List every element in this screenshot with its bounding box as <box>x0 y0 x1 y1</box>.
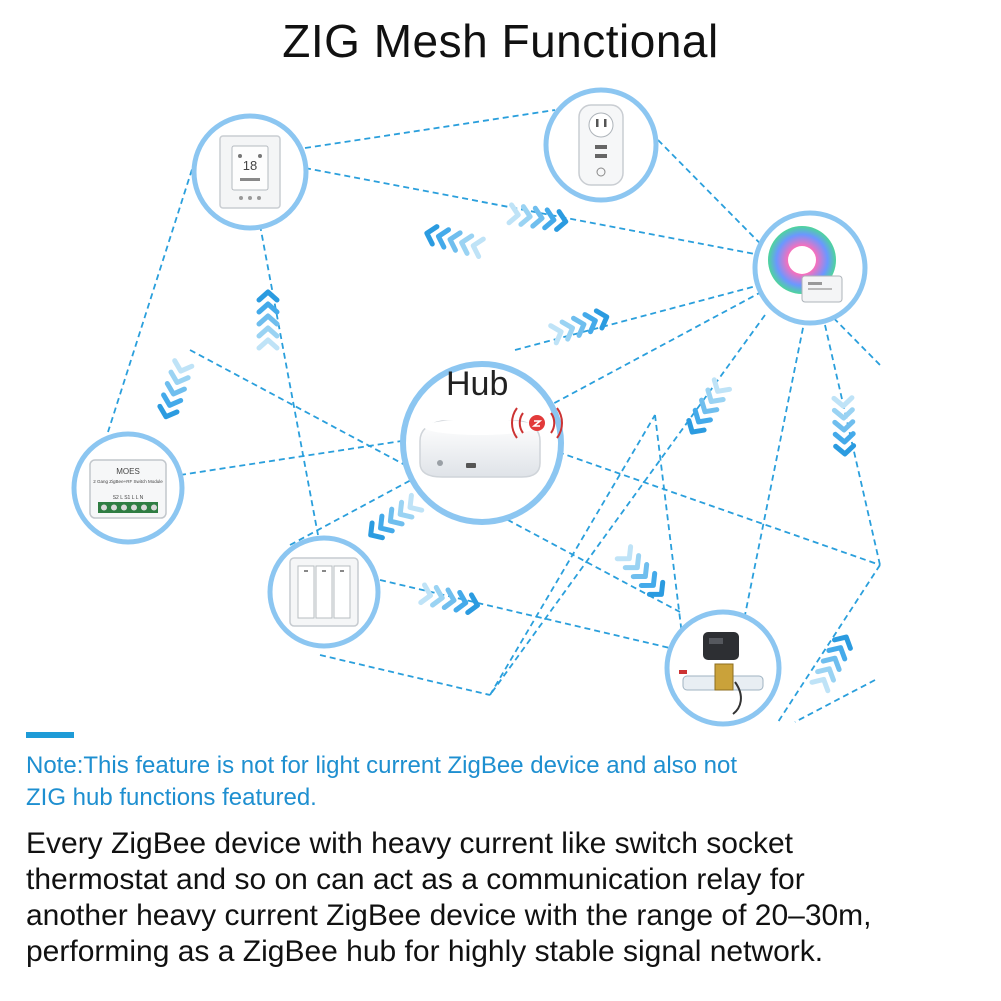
description-line: thermostat and so on can act as a commun… <box>26 863 805 896</box>
signal-icon <box>511 407 563 439</box>
mesh-diagram: 18 MOES <box>71 87 881 727</box>
relay-arrow <box>259 292 277 348</box>
description-line: Every ZigBee device with heavy current l… <box>26 827 793 860</box>
smart-plug-node <box>543 87 659 203</box>
module-terminals: S2 L S1 L L N <box>113 495 144 501</box>
led-strip-icon <box>768 226 843 303</box>
module-model: 2 Gang ZigBee+RF Switch Module <box>93 479 163 484</box>
relay-arrow <box>812 633 854 691</box>
relay-arrow <box>506 202 569 232</box>
note-line: ZIG hub functions featured. <box>26 784 317 811</box>
page-title: ZIG Mesh Functional <box>282 15 719 67</box>
relay-arrow <box>551 308 610 342</box>
relay-arrow <box>834 398 854 455</box>
module-brand: MOES <box>116 467 140 476</box>
svg-text:18: 18 <box>243 158 257 173</box>
note-line: Note:This feature is not for light curre… <box>26 752 738 779</box>
accent-bar <box>26 732 74 738</box>
valve-icon <box>679 632 764 715</box>
description-line: performing as a ZigBee hub for highly st… <box>26 935 824 968</box>
led-strip-node <box>752 210 868 326</box>
mesh-links <box>107 109 881 723</box>
thermostat-node: 18 <box>191 113 309 231</box>
valve-controller-node <box>664 609 782 727</box>
relay-arrow <box>425 225 484 257</box>
description-line: another heavy current ZigBee device with… <box>26 899 872 932</box>
note-text: Note:This feature is not for light curre… <box>26 750 926 814</box>
relay-arrow <box>685 380 730 437</box>
description: Every ZigBee device with heavy current l… <box>26 826 986 970</box>
hub-node: Hub <box>400 361 564 525</box>
thermostat-icon: 18 <box>219 135 281 209</box>
switch-module-node: MOES 2 Gang ZigBee+RF Switch Module S2 L… <box>71 431 185 545</box>
hub-icon <box>419 419 541 478</box>
wall-switch-node <box>267 535 381 649</box>
wall-switch-icon <box>289 557 359 627</box>
hub-label: Hub <box>446 365 508 403</box>
plug-icon <box>578 104 624 186</box>
relay-arrow <box>366 495 422 542</box>
relay-arrow <box>421 585 480 614</box>
relay-arrow <box>157 361 191 420</box>
switch-module-icon: MOES 2 Gang ZigBee+RF Switch Module S2 L… <box>89 459 167 519</box>
